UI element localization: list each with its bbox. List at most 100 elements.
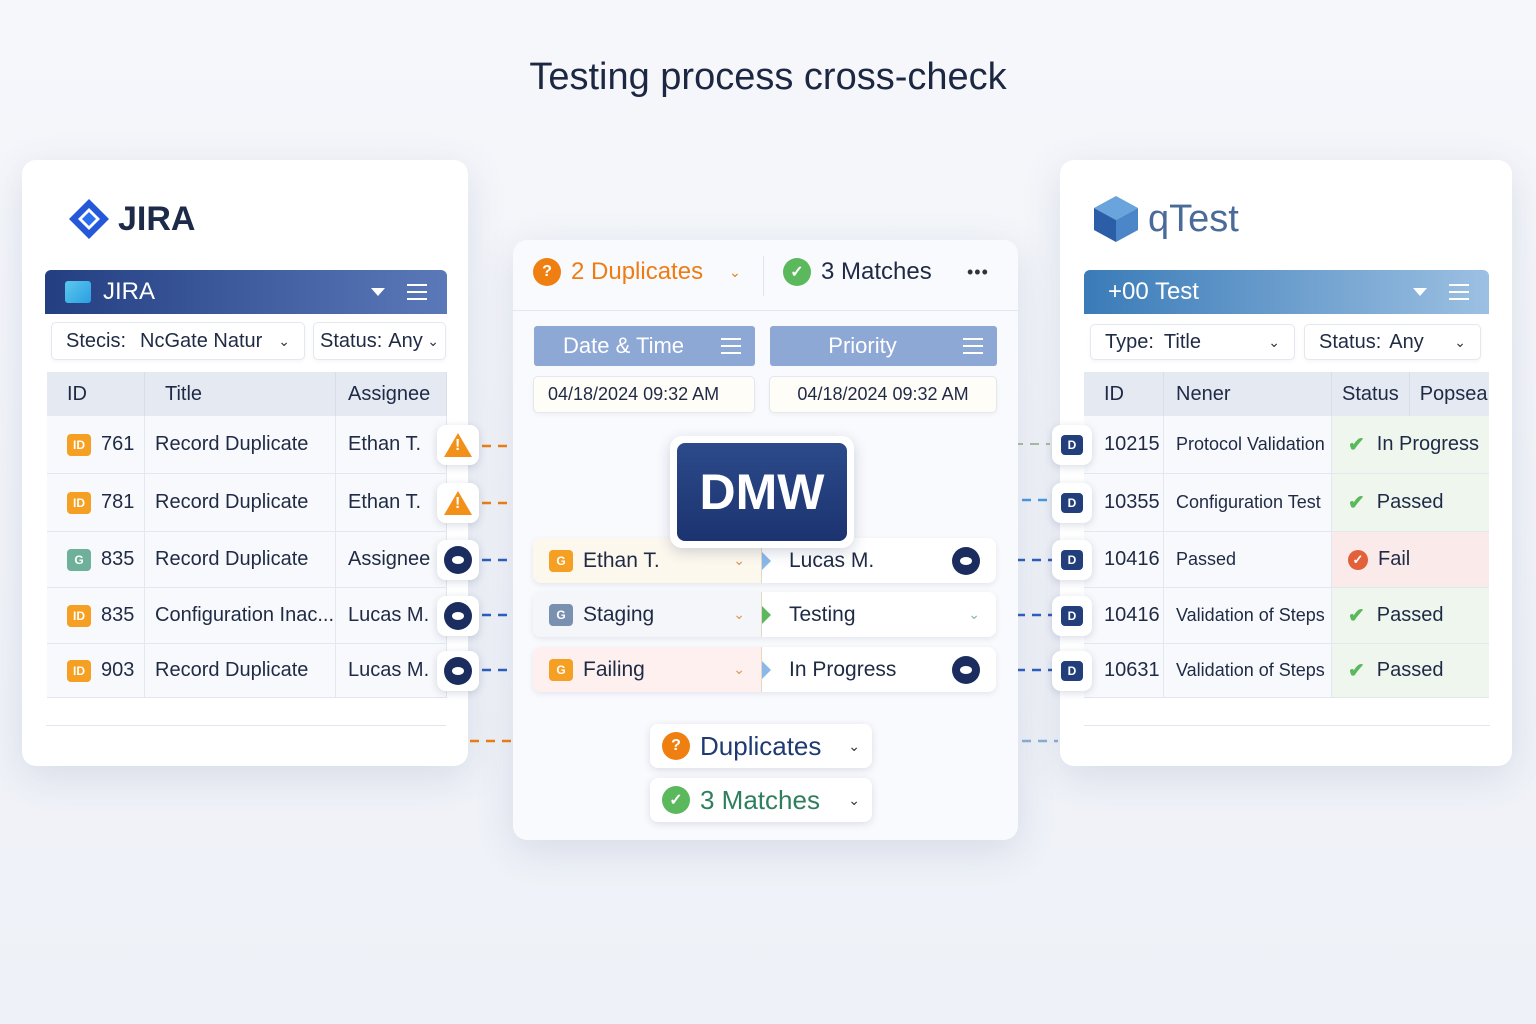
jira-filter-status[interactable]: Status:Any⌄ xyxy=(313,322,446,360)
dmw-label: DMW xyxy=(677,443,847,541)
divider xyxy=(1084,725,1490,726)
chevron-down-icon: ⌄ xyxy=(729,263,741,280)
table-cell-id[interactable]: 10355 xyxy=(1084,474,1164,532)
column-header[interactable]: ID xyxy=(1084,372,1164,416)
warning-button[interactable]: ! xyxy=(437,425,479,465)
id-badge-icon: ID xyxy=(67,659,91,682)
priority-field[interactable]: 04/18/2024 09:32 AM xyxy=(769,376,997,413)
link-button[interactable]: D xyxy=(1052,596,1092,636)
table-cell-title[interactable]: Configuration Inac... xyxy=(145,588,336,644)
menu-icon[interactable] xyxy=(721,338,742,354)
menu-icon[interactable] xyxy=(963,338,984,354)
id-badge-icon: G xyxy=(67,548,91,571)
table-cell-assignee[interactable]: Assignee xyxy=(336,532,447,588)
table-cell-name[interactable]: Passed xyxy=(1164,532,1332,588)
view-button[interactable] xyxy=(437,540,479,580)
status-badge: ✔Passed xyxy=(1332,644,1489,698)
table-cell-id[interactable]: 10416 xyxy=(1084,588,1164,644)
table-cell-name[interactable]: Configuration Test xyxy=(1164,474,1332,532)
column-header[interactable]: Title xyxy=(145,372,336,416)
table-cell-assignee[interactable]: Lucas M. xyxy=(336,588,447,644)
link-button[interactable]: D xyxy=(1052,540,1092,580)
table-cell-title[interactable]: Record Duplicate xyxy=(145,644,336,698)
table-cell-title[interactable]: Record Duplicate xyxy=(145,532,336,588)
jira-panel: JIRA JIRA Stecis:NcGate Natur⌄ Status:An… xyxy=(22,160,468,766)
more-options-icon[interactable]: ••• xyxy=(967,262,989,282)
dmw-hub[interactable]: DMW xyxy=(670,436,854,548)
warning-button[interactable]: ! xyxy=(437,483,479,523)
table-cell-title[interactable]: Record Duplicate xyxy=(145,474,336,532)
record-icon: G xyxy=(549,549,573,572)
status-badge: ✓Fail xyxy=(1332,532,1489,588)
view-button[interactable] xyxy=(437,651,479,691)
priority-column[interactable]: Priority xyxy=(770,326,997,366)
eye-icon[interactable] xyxy=(952,546,980,575)
table-cell-name[interactable]: Validation of Steps xyxy=(1164,644,1332,698)
link-button[interactable]: D xyxy=(1052,483,1092,523)
mapping-target[interactable]: In Progress xyxy=(762,647,996,692)
jira-filter-type[interactable]: Stecis:NcGate Natur⌄ xyxy=(51,322,305,360)
table-cell-id[interactable]: 10631 xyxy=(1084,644,1164,698)
date-time-column[interactable]: Date & Time xyxy=(534,326,755,366)
column-header[interactable]: ID xyxy=(47,372,145,416)
column-header[interactable]: Assignee xyxy=(336,372,447,416)
status-badge: ✔Passed xyxy=(1332,474,1489,532)
eye-icon[interactable] xyxy=(952,655,980,684)
table-cell-name[interactable]: Validation of Steps xyxy=(1164,588,1332,644)
id-badge-icon: ID xyxy=(67,433,91,456)
question-icon: ? xyxy=(533,258,561,286)
status-badge: ✔In Progress xyxy=(1332,416,1489,474)
table-cell-id[interactable]: 10215 xyxy=(1084,416,1164,474)
table-cell-assignee[interactable]: Ethan T. xyxy=(336,416,447,474)
chevron-down-icon: ⌄ xyxy=(278,332,290,349)
table-cell-name[interactable]: Protocol Validation xyxy=(1164,416,1332,474)
qtest-filter-type[interactable]: Type:Title⌄ xyxy=(1090,324,1295,360)
table-cell-id[interactable]: 10416 xyxy=(1084,532,1164,588)
status-badge: ✔Passed xyxy=(1332,588,1489,644)
record-link-icon: D xyxy=(1061,493,1083,513)
link-button[interactable]: D xyxy=(1052,651,1092,691)
chevron-down-icon: ⌄ xyxy=(733,661,745,677)
table-cell-title[interactable]: Record Duplicate xyxy=(145,416,336,474)
dropdown-caret-icon[interactable] xyxy=(371,288,385,296)
duplicates-dropdown[interactable]: ?Duplicates⌄ xyxy=(650,724,872,768)
record-link-icon: D xyxy=(1061,435,1083,455)
menu-icon[interactable] xyxy=(1449,284,1469,300)
link-button[interactable]: D xyxy=(1052,425,1092,465)
eye-icon xyxy=(444,546,472,574)
id-badge-icon: ID xyxy=(67,604,91,627)
record-link-icon: D xyxy=(1061,550,1083,570)
eye-icon xyxy=(444,602,472,630)
dropdown-caret-icon[interactable] xyxy=(1413,288,1427,296)
matches-dropdown[interactable]: ✓3 Matches⌄ xyxy=(650,778,872,822)
mapping-target[interactable]: Lucas M. xyxy=(762,538,996,583)
chevron-down-icon: ⌄ xyxy=(427,332,439,349)
record-icon: G xyxy=(549,658,573,681)
jira-logo: JIRA xyxy=(68,198,195,240)
column-header[interactable]: Nener xyxy=(1164,372,1332,416)
duplicates-summary[interactable]: ? 2 Duplicates ⌄ xyxy=(533,258,741,286)
view-button[interactable] xyxy=(437,596,479,636)
date-time-field[interactable]: 04/18/2024 09:32 AM xyxy=(533,376,755,413)
record-link-icon: D xyxy=(1061,606,1083,626)
play-marker-icon xyxy=(762,660,771,679)
divider xyxy=(46,725,446,726)
table-cell-assignee[interactable]: Ethan T. xyxy=(336,474,447,532)
mapping-target[interactable]: Testing⌄ xyxy=(762,592,996,637)
warning-icon: ! xyxy=(444,433,472,457)
matches-summary[interactable]: ✓ 3 Matches xyxy=(783,258,932,286)
menu-icon[interactable] xyxy=(407,284,427,300)
qtest-filter-status[interactable]: Status:Any⌄ xyxy=(1304,324,1481,360)
chevron-down-icon[interactable]: ⌄ xyxy=(968,606,980,622)
table-cell-assignee[interactable]: Lucas M. xyxy=(336,644,447,698)
